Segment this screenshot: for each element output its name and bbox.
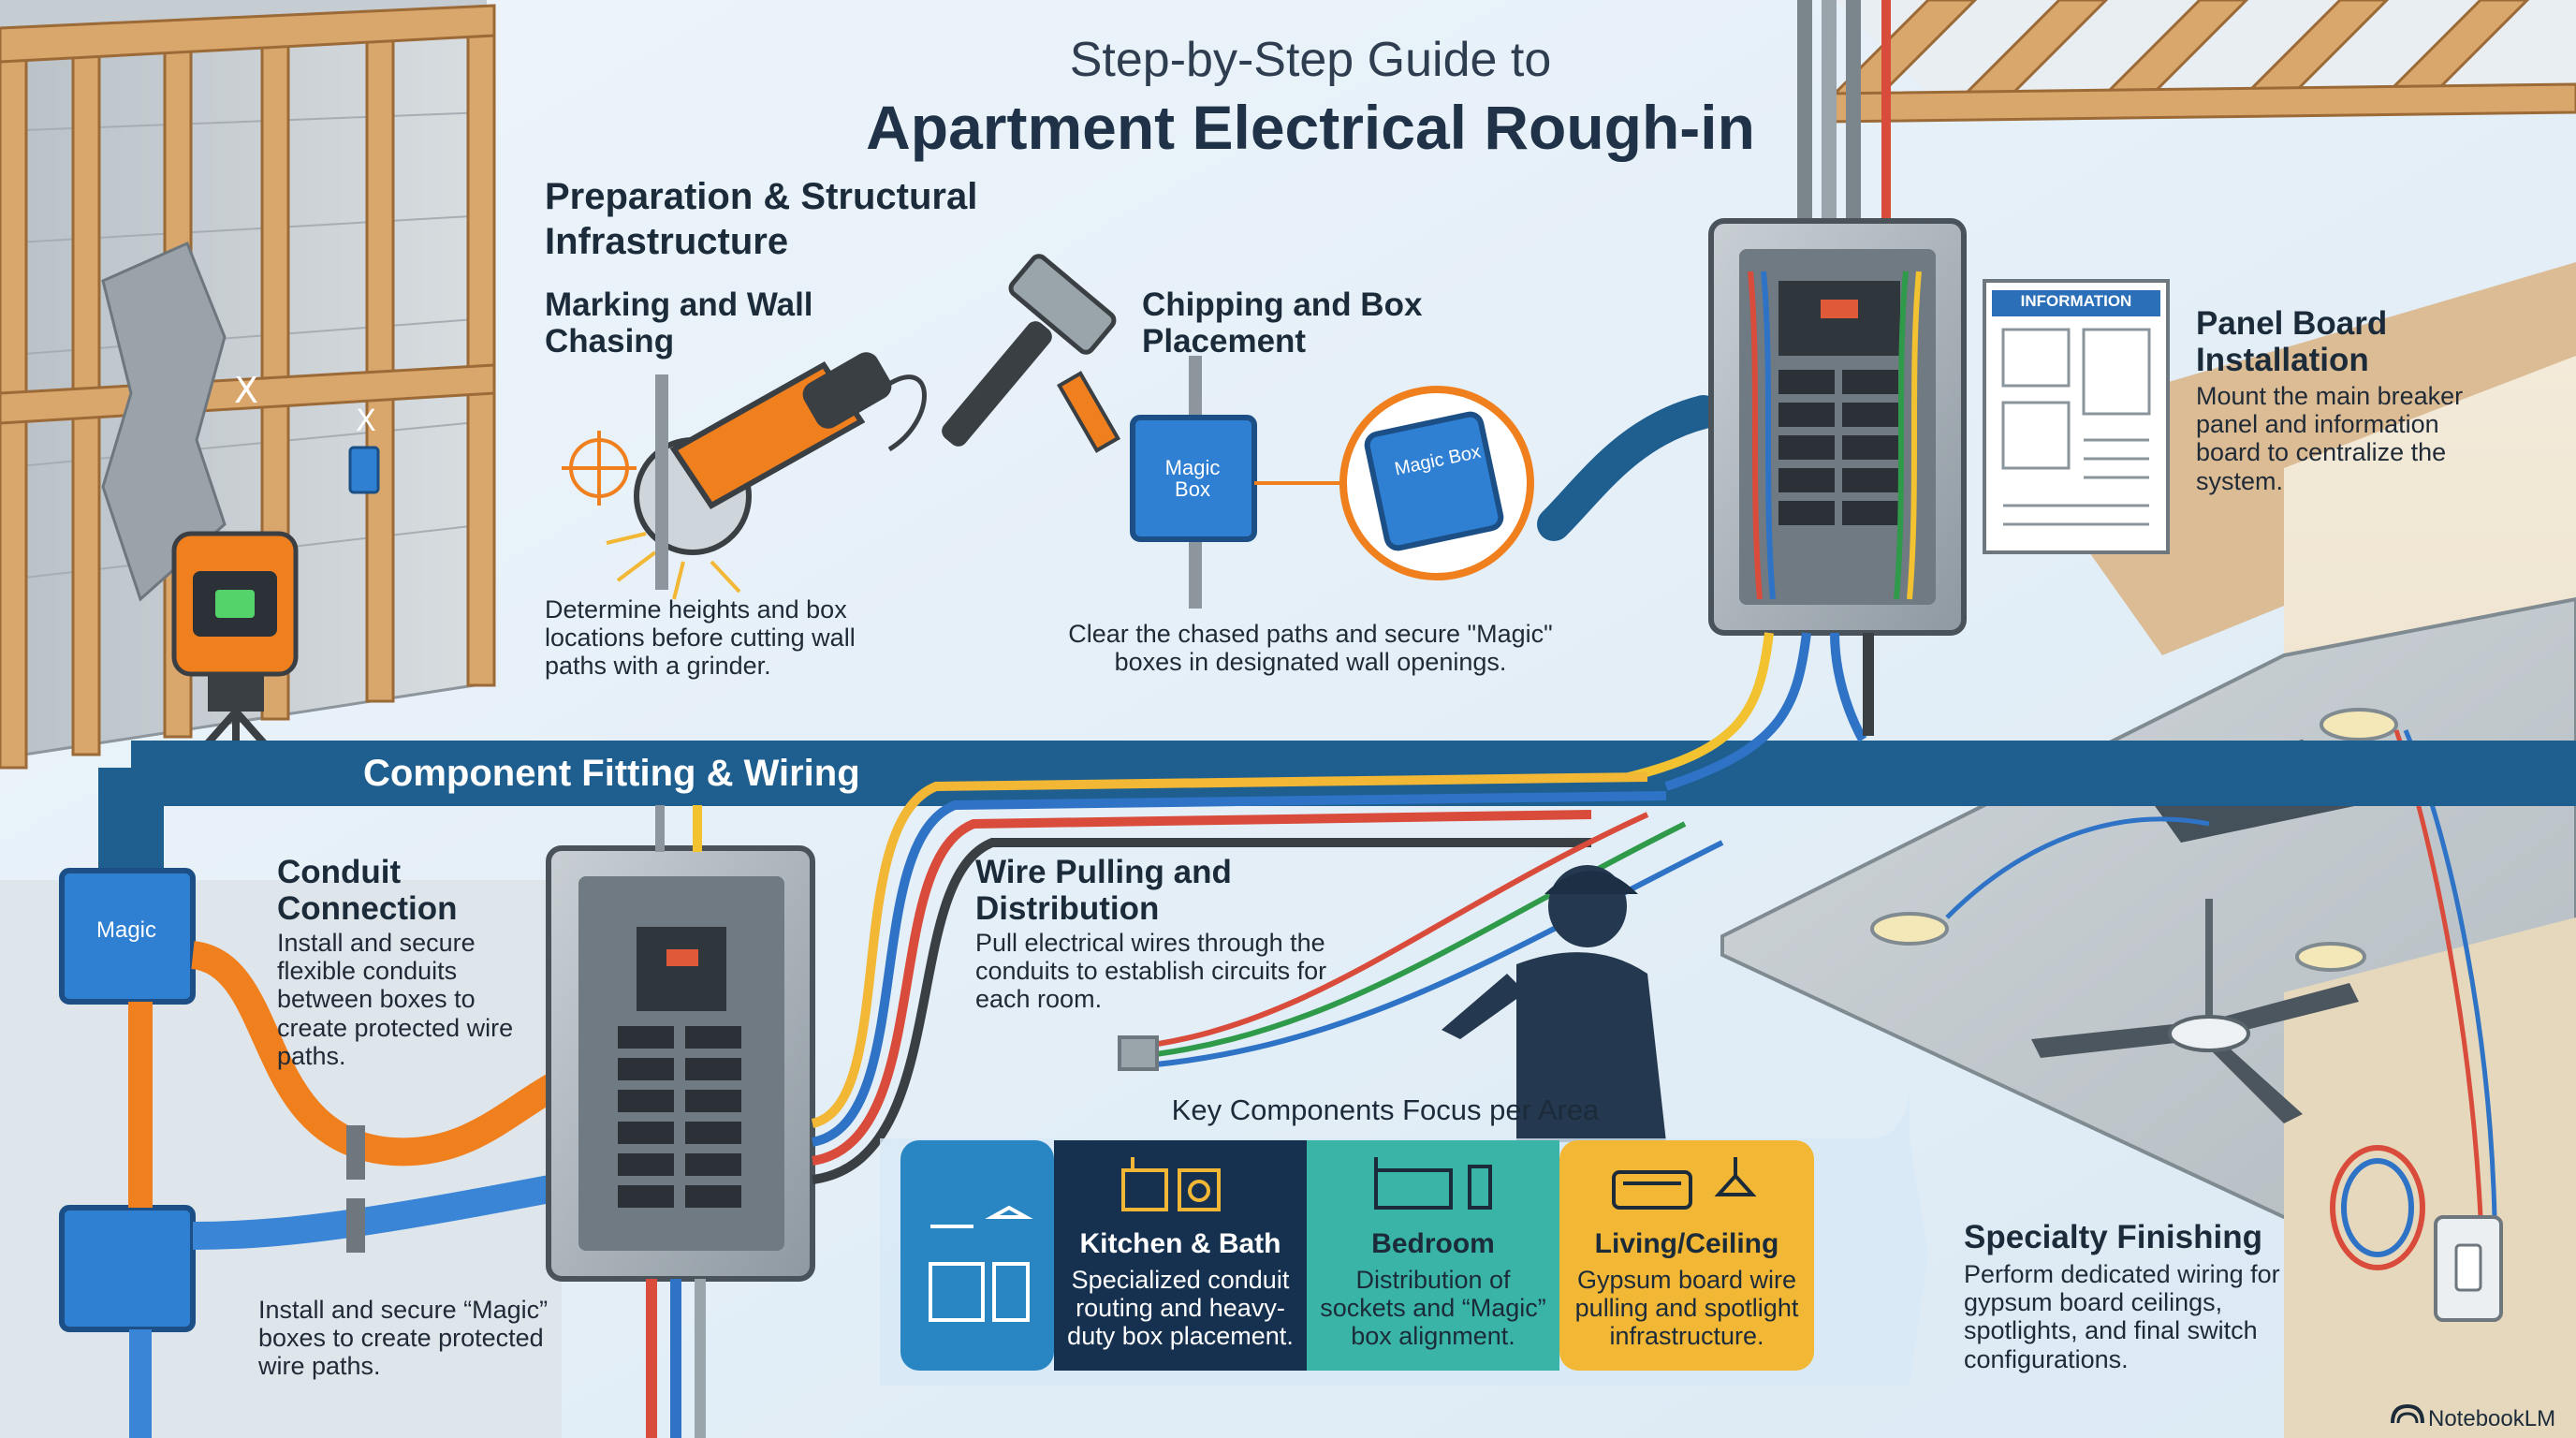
area-kitchen-name: Kitchen & Bath bbox=[1079, 1228, 1281, 1259]
bed-icon bbox=[1374, 1157, 1492, 1210]
marking-title: Marking and Wall Chasing bbox=[545, 286, 813, 360]
panel-desc: Mount the main breaker panel and informa… bbox=[2196, 382, 2464, 495]
information-board-label: INFORMATION bbox=[2020, 292, 2132, 310]
conduit-connection-illustration bbox=[0, 868, 604, 1438]
main-breaker-panel-top bbox=[1627, 218, 1967, 791]
sofa-icon bbox=[1612, 1170, 1692, 1210]
ceiling-lamp-icon bbox=[1714, 1157, 1757, 1196]
panel-feed-pipes bbox=[1797, 0, 1891, 225]
chipping-desc: Clear the chased paths and secure "Magic… bbox=[1068, 620, 1553, 677]
area-bedroom-name: Bedroom bbox=[1371, 1228, 1495, 1259]
roof-rafters bbox=[1822, 0, 2576, 124]
branding-label: NotebookLM bbox=[2428, 1406, 2556, 1431]
title-line-1: Step-by-Step Guide to bbox=[1069, 33, 1552, 87]
pulling-desc: Pull electrical wires through the condui… bbox=[975, 929, 1327, 1014]
svg-text:X: X bbox=[234, 370, 258, 411]
components-panel bbox=[900, 1140, 1814, 1371]
target-marker-icon bbox=[562, 431, 637, 506]
specialty-title: Specialty Finishing bbox=[1964, 1219, 2262, 1255]
pulling-title: Wire Pulling and Distribution bbox=[975, 854, 1232, 928]
svg-text:X: X bbox=[356, 403, 376, 438]
notebooklm-logo-icon bbox=[2391, 1403, 2424, 1424]
components-title: Key Components Focus per Area bbox=[1171, 1093, 1600, 1126]
kitchen-sink-icon bbox=[929, 1205, 1033, 1322]
ceiling-fan-icon bbox=[2031, 899, 2359, 1123]
information-board bbox=[1983, 279, 2170, 554]
magic-box-label: Magic Box bbox=[1164, 456, 1221, 502]
section-preparation-title: Preparation & Structural Infrastructure bbox=[545, 176, 978, 262]
conduit-desc-2: Install and secure “Magic” boxes to crea… bbox=[258, 1296, 549, 1381]
area-kitchen-desc: Specialized conduit routing and heavy-du… bbox=[1067, 1266, 1294, 1351]
electrician-silhouette-icon bbox=[1442, 865, 1666, 1142]
conduit-desc: Install and secure flexible conduits bet… bbox=[277, 929, 514, 1070]
specialty-desc: Perform dedicated wiring for gypsum boar… bbox=[1964, 1260, 2280, 1373]
marking-desc: Determine heights and box locations befo… bbox=[545, 595, 856, 681]
magic-box-conduit-label: Magic bbox=[95, 917, 157, 943]
panel-title: Panel Board Installation bbox=[2196, 305, 2388, 379]
magic-box-wall bbox=[1130, 356, 1534, 609]
section-wiring-title: Component Fitting & Wiring bbox=[363, 753, 860, 794]
hammer-icon bbox=[942, 254, 1120, 453]
title-line-2: Apartment Electrical Rough-in bbox=[866, 93, 1755, 162]
wall-switch-icon bbox=[2330, 1145, 2503, 1322]
area-living-name: Living/Ceiling bbox=[1594, 1228, 1779, 1259]
breaker-panel-middle bbox=[546, 805, 815, 1438]
chipping-title: Chipping and Box Placement bbox=[1142, 286, 1423, 360]
area-living-desc: Gypsum board wire pulling and spotlight … bbox=[1574, 1266, 1799, 1351]
conduit-title: Conduit Connection bbox=[277, 854, 458, 928]
kitchen-icon bbox=[1121, 1157, 1221, 1211]
area-bedroom-desc: Distribution of sockets and “Magic” box … bbox=[1320, 1266, 1546, 1351]
